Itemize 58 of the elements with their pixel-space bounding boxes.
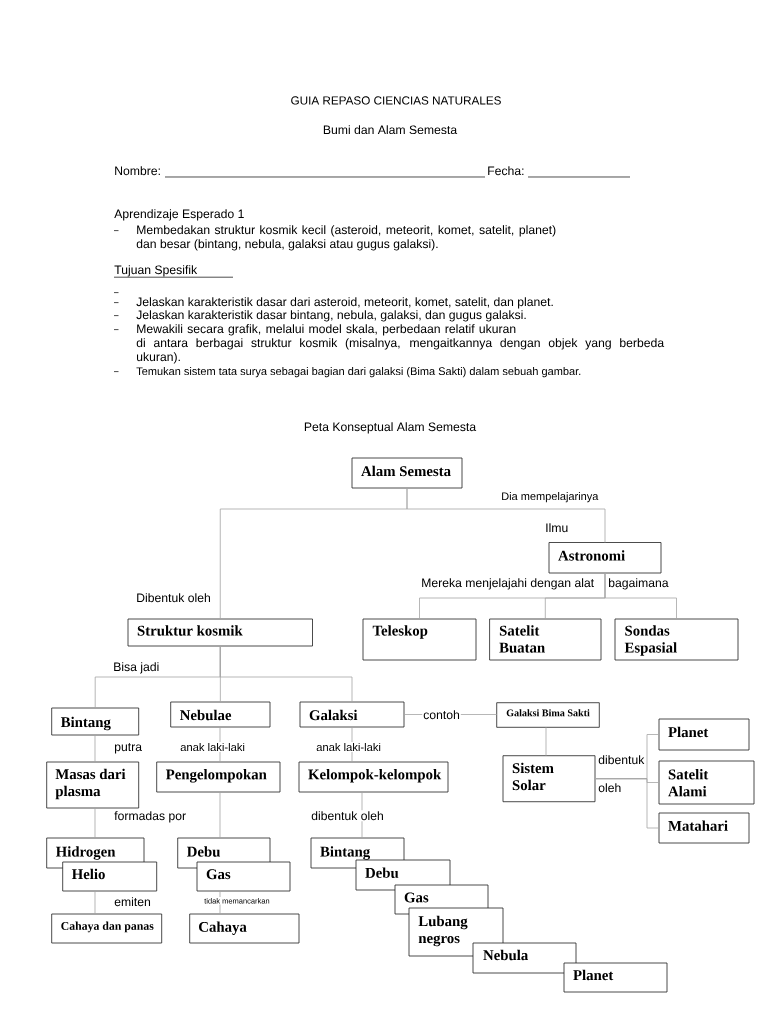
subtitle: Bumi dan Alam Semesta — [323, 125, 458, 135]
concept-box: Astronomi — [548, 542, 662, 574]
concept-box: Planet — [563, 962, 668, 993]
concept-box: Struktur kosmik — [127, 618, 313, 647]
concept-box: Galaksi — [299, 701, 405, 728]
section-heading: Tujuan Spesifik — [113, 265, 234, 278]
connector-label: Mereka menjelajahi dengan alat — [422, 578, 594, 590]
concept-box: Satelit Buatan — [489, 618, 602, 661]
edge-label: dibentuk oleh — [310, 810, 385, 822]
concept-box: Masas dari plasma — [46, 761, 140, 809]
connector-line — [406, 487, 606, 543]
map-heading: Peta Konseptual Alam Semesta — [304, 422, 477, 434]
concept-box: Bintang — [51, 707, 140, 736]
objective-text: Membedakan struktur kosmik kecil (asteroid, meteorit, komet, satelit, planet) dan besar (bintang, nebula, galaksi atau gugus galaksi). — [136, 225, 556, 251]
connector-label: dibentuk — [598, 755, 645, 765]
concept-box: Teleskop — [362, 618, 477, 661]
concept-box: Pengelompokan — [156, 761, 281, 793]
objective-text: Jelaskan karakteristik dasar dari asteroid, meteorit, komet, satelit, dan planet. — [136, 297, 553, 309]
concept-box: Alam Semesta — [351, 457, 463, 489]
connector-line — [594, 778, 660, 829]
page-title: GUIA REPASO CIENCIAS NATURALES — [291, 96, 501, 105]
edge-label: putra — [113, 742, 143, 755]
concept-box: Sistem Solar — [502, 755, 596, 803]
concept-box: Gas — [196, 861, 291, 892]
section-heading: Aprendizaje Esperado 1 — [114, 209, 244, 221]
connector-line — [545, 726, 547, 757]
concept-box: Galaksi Bima Sakti — [496, 702, 600, 728]
concept-box: Helio — [62, 861, 158, 892]
concept-box: Nebulae — [170, 701, 271, 728]
edge-label: contoh — [422, 709, 461, 721]
edge-label: emiten — [113, 896, 152, 908]
connector-label: oleh — [598, 783, 621, 793]
edge-label: anak laki-laki — [179, 741, 246, 753]
connector-label: Bisa jadi — [114, 662, 159, 674]
objective-text: Mewakili secara grafik, melalui model skala, perbedaan relatif ukuran di antara berbagai struktur kosmik (misalnya, mengaitkannya dengan objek yang berbeda ukuran). — [136, 324, 665, 364]
node-caption: Ilmu — [546, 523, 568, 533]
concept-box: Cahaya — [189, 913, 300, 944]
objective-text: Jelaskan karakteristik dasar bintang, nebula, galaksi, dan gugus galaksi. — [136, 310, 526, 322]
concept-box: Planet — [658, 718, 750, 751]
connector-label: bagaimana — [609, 578, 669, 590]
edge-label: Dia mempelajarinya — [500, 491, 600, 504]
concept-box: Satelit Alami — [658, 760, 755, 805]
concept-box: Kelompok-kelompok — [298, 761, 449, 793]
edge-label: formadas por — [113, 810, 188, 824]
connector-line — [219, 645, 353, 703]
concept-box: Cahaya dan panas — [51, 913, 163, 944]
connector-line — [94, 734, 96, 763]
connector-line — [94, 807, 96, 839]
concept-box: Sondas Espasial — [614, 618, 739, 661]
objective-text: Temukan sistem tata surya sebagai bagian dari galaksi (Bima Sakti) dalam sebuah gambar. — [136, 367, 581, 378]
field-label: Nombre: — [115, 166, 160, 176]
connector-line — [219, 791, 221, 839]
concept-box: Matahari — [658, 812, 750, 844]
connector-line — [94, 890, 96, 915]
connector-line — [604, 572, 677, 620]
edge-label: anak laki-laki — [315, 741, 382, 753]
edge-label: Dibentuk oleh — [135, 592, 212, 604]
field-label: Fecha: — [488, 166, 524, 176]
